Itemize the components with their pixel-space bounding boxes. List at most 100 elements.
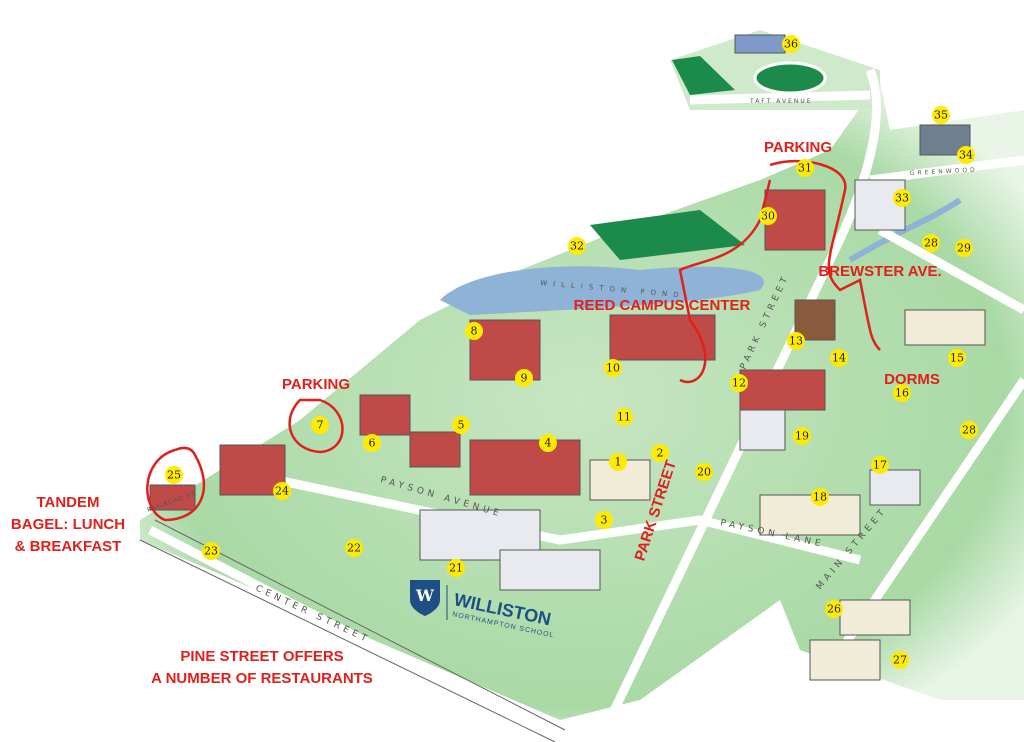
marker-circle: [165, 466, 183, 484]
building-marker-19[interactable]: 19: [793, 427, 811, 445]
building-marker-27[interactable]: 27: [891, 651, 909, 669]
marker-number: 35: [934, 109, 948, 122]
marker-number: 33: [895, 192, 909, 205]
annotation-parking-north: PARKING: [764, 139, 832, 156]
marker-number: 26: [827, 603, 841, 616]
building-marker-13[interactable]: 13: [787, 332, 805, 350]
marker-number: 19: [795, 430, 809, 443]
marker-number: 4: [545, 437, 552, 450]
building-marker-9[interactable]: 9: [515, 369, 533, 387]
building-marker-5[interactable]: 5: [452, 416, 470, 434]
marker-circle: [960, 421, 978, 439]
building-marker-7[interactable]: 7: [311, 416, 329, 434]
building-marker-18[interactable]: 18: [811, 488, 829, 506]
building-marker-34[interactable]: 34: [957, 146, 975, 164]
marker-circle: [759, 207, 777, 225]
marker-number: 2: [657, 447, 664, 460]
building-marker-32[interactable]: 32: [568, 237, 586, 255]
building-marker-23[interactable]: 23: [202, 542, 220, 560]
marker-number: 25: [167, 469, 181, 482]
marker-number: 18: [813, 491, 827, 504]
annotation-tandem-2: BAGEL: LUNCH: [11, 516, 125, 533]
annotation-tandem-1: TANDEM: [36, 494, 99, 511]
building-marker-25[interactable]: 25: [165, 466, 183, 484]
building-marker-15[interactable]: 15: [948, 349, 966, 367]
marker-circle: [932, 106, 950, 124]
marker-circle: [891, 651, 909, 669]
marker-circle: [452, 416, 470, 434]
marker-number: 12: [732, 377, 746, 390]
marker-circle: [811, 488, 829, 506]
marker-circle: [615, 408, 633, 426]
marker-number: 24: [275, 485, 289, 498]
building-marker-24[interactable]: 24: [273, 482, 291, 500]
building-marker-4[interactable]: 4: [539, 434, 557, 452]
building-marker-2[interactable]: 2: [651, 444, 669, 462]
marker-circle: [948, 349, 966, 367]
building-marker-8[interactable]: 8: [465, 322, 483, 340]
building-marker-28[interactable]: 28: [960, 421, 978, 439]
marker-circle: [893, 384, 911, 402]
marker-circle: [825, 600, 843, 618]
marker-number: 29: [957, 242, 971, 255]
marker-circle: [311, 416, 329, 434]
marker-circle: [363, 434, 381, 452]
building-marker-35[interactable]: 35: [932, 106, 950, 124]
buildings: [149, 34, 986, 681]
building-marker-14[interactable]: 14: [830, 349, 848, 367]
street-label-greenwood: GREENWOOD: [910, 166, 978, 177]
red-outlines: [146, 159, 881, 522]
logo-letter: W: [415, 586, 435, 605]
running-track: [753, 61, 827, 95]
building-marker-20[interactable]: 20: [695, 463, 713, 481]
annotation-reed-campus-center: REED CAMPUS CENTER: [574, 297, 751, 314]
annotation-parking-west: PARKING: [282, 376, 350, 393]
marker-number: 36: [784, 38, 798, 51]
building-marker-36[interactable]: 36: [782, 35, 800, 53]
marker-number: 13: [789, 335, 803, 348]
marker-circle: [955, 239, 973, 257]
marker-number: 30: [761, 210, 775, 223]
building-marker-31[interactable]: 31: [796, 159, 814, 177]
building-marker-1[interactable]: 1: [609, 453, 627, 471]
marker-circle: [568, 237, 586, 255]
building-marker-6[interactable]: 6: [363, 434, 381, 452]
building-marker-3[interactable]: 3: [595, 511, 613, 529]
marker-circle: [871, 456, 889, 474]
annotation-brewster-ave: BREWSTER AVE.: [818, 263, 941, 280]
marker-circle: [922, 234, 940, 252]
marker-number: 16: [895, 387, 909, 400]
building-marker-30[interactable]: 30: [759, 207, 777, 225]
building-marker-17[interactable]: 17: [871, 456, 889, 474]
marker-number: 28: [962, 424, 976, 437]
marker-number: 1: [615, 456, 622, 469]
marker-circle: [830, 349, 848, 367]
building-marker-28[interactable]: 28: [922, 234, 940, 252]
building-marker-22[interactable]: 22: [345, 539, 363, 557]
street-label-taft: TAFT AVENUE: [749, 98, 813, 105]
building-marker-21[interactable]: 21: [447, 559, 465, 577]
marker-number: 14: [832, 352, 846, 365]
marker-number: 8: [471, 325, 478, 338]
marker-number: 10: [606, 362, 620, 375]
building-marker-26[interactable]: 26: [825, 600, 843, 618]
building-marker-16[interactable]: 16: [893, 384, 911, 402]
marker-number: 7: [317, 419, 324, 432]
annotation-dorms: DORMS: [884, 371, 940, 388]
marker-circle: [465, 322, 483, 340]
building-marker-12[interactable]: 12: [730, 374, 748, 392]
marker-circle: [957, 146, 975, 164]
athletic-field: [672, 56, 735, 95]
building-marker-11[interactable]: 11: [615, 408, 633, 426]
marker-number: 17: [873, 459, 887, 472]
brook: [848, 197, 962, 263]
building-marker-33[interactable]: 33: [893, 189, 911, 207]
marker-circle: [695, 463, 713, 481]
marker-circle: [609, 453, 627, 471]
building-marker-10[interactable]: 10: [604, 359, 622, 377]
building-marker-29[interactable]: 29: [955, 239, 973, 257]
marker-number: 20: [697, 466, 711, 479]
